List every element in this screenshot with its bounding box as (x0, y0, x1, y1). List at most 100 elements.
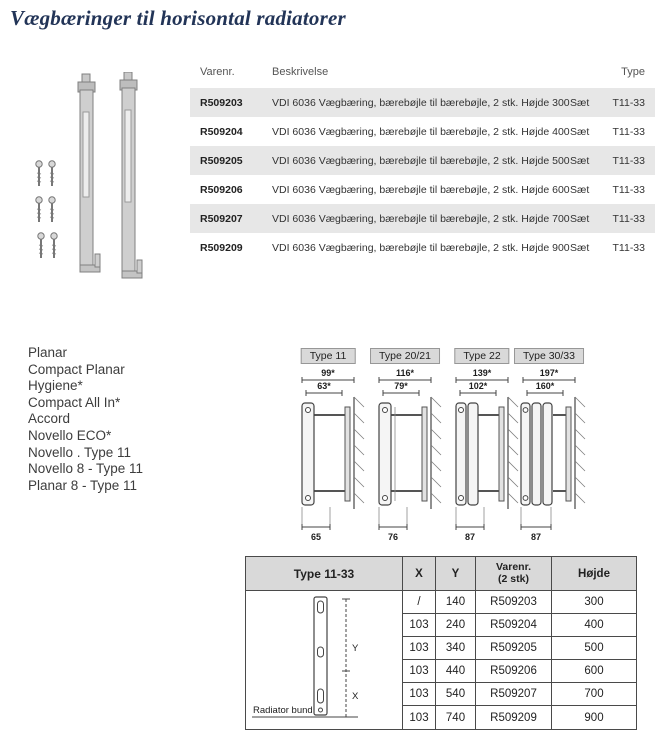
header-varenr: Varenr. (200, 66, 235, 78)
spec-cell-varenr: R509204 (475, 614, 551, 637)
wall-bracket-illustration (119, 72, 143, 279)
list-item: Novello 8 - Type 11 (28, 461, 144, 477)
inner-dimension: 102* (469, 381, 488, 391)
spec-cell-hojde: 300 (551, 591, 636, 614)
cell-description: VDI 6036 Vægbæring, bærebøjle til bærebø… (272, 242, 570, 254)
spec-cell-x: 103 (403, 637, 435, 660)
spec-header-y: Y (435, 557, 475, 591)
diagram-type-label: Type 30/33 (514, 348, 584, 364)
table-row: R509209 VDI 6036 Vægbæring, bærebøjle ti… (190, 233, 655, 262)
header-type: Type (621, 66, 645, 78)
cell-description: VDI 6036 Vægbæring, bærebøjle til bærebø… (272, 155, 570, 167)
x-dimension-label: X (352, 691, 359, 702)
spec-cell-varenr: R509203 (475, 591, 551, 614)
diagram-type-label: Type 22 (454, 348, 510, 364)
cell-unit: Sæt (570, 184, 590, 196)
table-row: R509204 VDI 6036 Vægbæring, bærebøjle ti… (190, 117, 655, 146)
list-item: Compact Planar (28, 361, 125, 377)
cell-description: VDI 6036 Vægbæring, bærebøjle til bærebø… (272, 213, 570, 225)
spec-cell-x: 103 (403, 683, 435, 706)
spec-cell-hojde: 600 (551, 660, 636, 683)
mounting-drawing: 116* 79* 76 (378, 368, 442, 542)
bottom-dimension: 87 (531, 532, 541, 542)
spec-cell-y: 740 (435, 706, 475, 729)
wall-bracket-illustration (77, 73, 101, 273)
cell-varenr: R509206 (200, 184, 243, 196)
cell-unit: Sæt (570, 242, 590, 254)
cell-type: T11-33 (612, 213, 646, 225)
spec-cell-varenr: R509207 (475, 683, 551, 706)
inner-dimension: 63* (317, 381, 331, 391)
products-table: Varenr. Beskrivelse Type R509203 VDI 603… (190, 58, 655, 262)
product-family-list: Planar Compact Planar Hygiene* Compact A… (28, 345, 143, 494)
spec-cell-y: 240 (435, 614, 475, 637)
bottom-dimension: 76 (388, 532, 398, 542)
cell-description: VDI 6036 Vægbæring, bærebøjle til bærebø… (272, 126, 570, 138)
diagram-type-label: Type 11 (300, 348, 356, 364)
bottom-dimension: 65 (311, 532, 321, 542)
spec-cell-y: 340 (435, 637, 475, 660)
mounting-drawing: 139* 102* 87 (455, 368, 519, 542)
list-item: Hygiene* (28, 378, 83, 394)
inner-dimension: 79* (394, 381, 408, 391)
spec-header-varenr-line1: Varenr. (495, 561, 532, 573)
cell-varenr: R509209 (200, 242, 243, 254)
spec-diagram-cell: Y X Radiator bund (246, 591, 402, 729)
spec-cell-varenr: R509209 (475, 706, 551, 729)
cell-type: T11-33 (612, 155, 646, 167)
outer-dimension: 197* (540, 368, 559, 378)
spec-cell-varenr: R509206 (475, 660, 551, 683)
products-table-header: Varenr. Beskrivelse Type (190, 58, 655, 88)
y-dimension-label: Y (352, 643, 359, 654)
list-item: Novello ECO* (28, 427, 112, 443)
mounting-diagram-type-11: Type 11 99* 63* 65 (290, 348, 366, 548)
inner-dimension: 160* (536, 381, 555, 391)
spec-cell-hojde: 900 (551, 706, 636, 729)
list-item: Novello . Type 11 (28, 444, 132, 460)
spec-cell-y: 140 (435, 591, 475, 614)
cell-unit: Sæt (570, 155, 590, 167)
radiator-height-drawing: Y X Radiator bund (252, 596, 359, 718)
table-row: R509205 VDI 6036 Vægbæring, bærebøjle ti… (190, 146, 655, 175)
spec-cell-hojde: 700 (551, 683, 636, 706)
spec-table-title: Type 11-33 (246, 557, 402, 591)
outer-dimension: 116* (396, 368, 415, 378)
header-beskrivelse: Beskrivelse (272, 66, 329, 78)
list-item: Accord (28, 411, 71, 427)
list-item: Planar 8 - Type 11 (28, 477, 138, 493)
spec-cell-x: 103 (409, 711, 429, 724)
spec-cell-y: 540 (435, 683, 475, 706)
cell-varenr: R509204 (200, 126, 243, 138)
bracket-product-photo (35, 72, 143, 279)
spec-header-hojde: Højde (551, 557, 636, 591)
diagram-type-label: Type 20/21 (370, 348, 440, 364)
cell-varenr: R509207 (200, 213, 243, 225)
mounting-drawing: 99* 63* 65 (301, 368, 365, 542)
cell-type: T11-33 (612, 242, 646, 254)
mounting-diagram-type-30-33: Type 30/33 197* 160* 87 (511, 348, 587, 548)
table-row: R509206 VDI 6036 Vægbæring, bærebøjle ti… (190, 175, 655, 204)
mounting-diagram-type-22: Type 22 139* 102* 87 (444, 348, 520, 548)
spec-header-varenr: Varenr. (2 stk) (475, 557, 551, 591)
spec-values-grid: X Y Varenr. (2 stk) Højde / 140 R509203 … (403, 557, 636, 729)
cell-description: VDI 6036 Vægbæring, bærebøjle til bærebø… (272, 184, 570, 196)
spec-header-x: X (403, 557, 435, 591)
outer-dimension: 99* (321, 368, 335, 378)
screws-illustration (35, 160, 58, 258)
cell-type: T11-33 (612, 184, 646, 196)
bottom-dimension: 87 (465, 532, 475, 542)
cell-unit: Sæt (570, 126, 590, 138)
mounting-drawing: 197* 160* 87 (520, 368, 586, 542)
spec-cell-x: 103 (403, 614, 435, 637)
spec-header-varenr-line2: (2 stk) (498, 572, 529, 585)
radiator-bund-label: Radiator bund (253, 705, 313, 716)
spec-cell-x: / (403, 591, 435, 614)
outer-dimension: 139* (473, 368, 492, 378)
table-row: R509207 VDI 6036 Vægbæring, bærebøjle ti… (190, 204, 655, 233)
page-title: Vægbæringer til horisontal radiatorer (10, 6, 346, 30)
list-item: Compact All In* (28, 394, 121, 410)
spec-cell-y: 440 (435, 660, 475, 683)
spec-table: Type 11-33 Y X Radiator bund (245, 556, 637, 730)
cell-type: T11-33 (612, 126, 646, 138)
